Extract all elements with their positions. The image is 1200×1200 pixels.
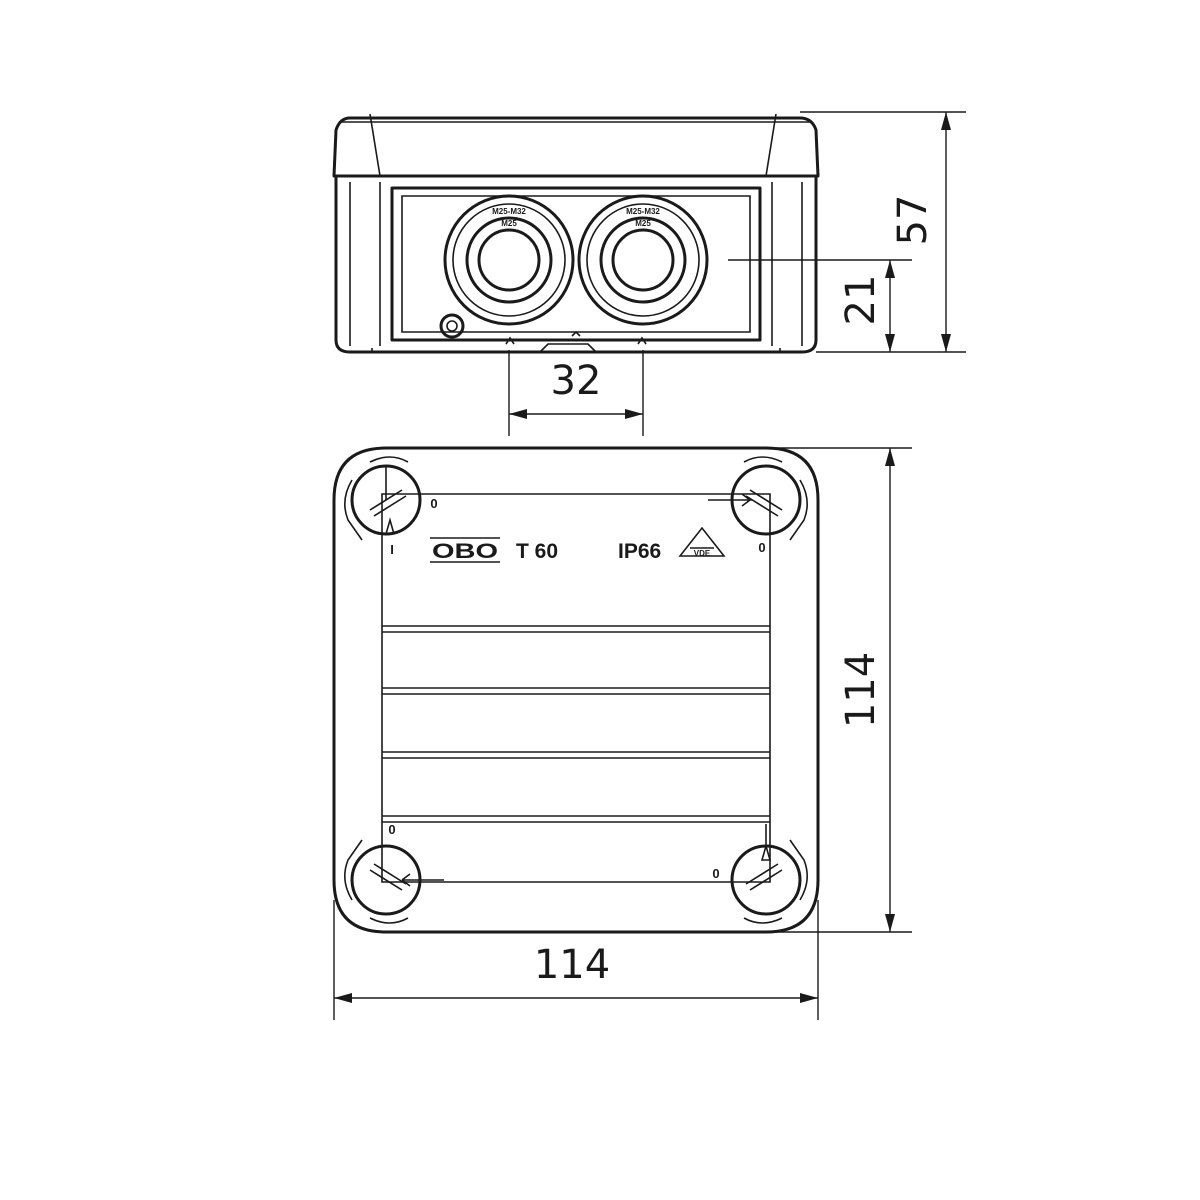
dimension-depth-label: 114: [838, 652, 884, 728]
side-view-entry-panel-inner: [401, 195, 751, 333]
lid-screw-icon-top-left: [344, 456, 422, 541]
side-view-drain-icon: [439, 313, 465, 339]
dimension-depth-114: 114: [766, 447, 912, 933]
mark-bottom-left-open: 0: [388, 822, 395, 837]
side-view: M25-M32 M25 M25-M32 M25: [332, 113, 912, 354]
gland-left-label-top: M25-M32: [492, 207, 526, 216]
dimension-entry-21: 21: [838, 260, 895, 352]
lid-screw-icon-top-right: [708, 456, 808, 541]
top-view-label-strips: [382, 625, 770, 823]
dimension-32-label: 32: [551, 358, 602, 404]
mark-top-right-open: 0: [758, 540, 765, 555]
mark-top-left-open: 0: [430, 496, 437, 511]
dimension-21-label: 21: [838, 275, 884, 326]
top-view: I 0 0 0 0 OBO T 60 IP66 VDE: [332, 446, 820, 934]
gland-left-label-bottom: M25: [501, 219, 517, 228]
dimension-height-57: 57: [800, 111, 966, 353]
mark-bottom-right-open: 0: [712, 866, 719, 881]
brand-label: OBO: [432, 540, 498, 563]
vde-triangle-icon: VDE: [678, 526, 726, 558]
dimension-width-114: 114: [333, 900, 819, 1020]
lid-screw-icon-bottom-right: [730, 824, 808, 924]
approval-mark-label: VDE: [694, 549, 711, 558]
side-view-feet: [371, 343, 781, 353]
dimension-57-label: 57: [890, 195, 936, 246]
obo-logo: OBO: [430, 537, 500, 563]
protection-label: IP66: [618, 540, 661, 563]
lid-screw-icon-bottom-left: [344, 839, 444, 924]
side-view-lid: [332, 116, 820, 178]
side-view-body-ribs: [349, 182, 803, 346]
side-view-lid-edges: [340, 113, 810, 177]
side-view-entry-panel: [390, 186, 762, 342]
gland-left: M25-M32 M25: [443, 194, 575, 326]
dimension-width-label: 114: [534, 942, 610, 988]
side-view-center-marks: [505, 330, 647, 345]
mark-top-left-closed: I: [390, 542, 394, 557]
dimension-spacing-32: 32: [508, 350, 644, 436]
gland-right: M25-M32 M25: [577, 194, 709, 326]
side-view-body: [334, 174, 818, 354]
model-label: T 60: [516, 540, 558, 563]
top-view-outline: [332, 446, 820, 934]
gland-right-label-bottom: M25: [635, 219, 651, 228]
gland-right-label-top: M25-M32: [626, 207, 660, 216]
